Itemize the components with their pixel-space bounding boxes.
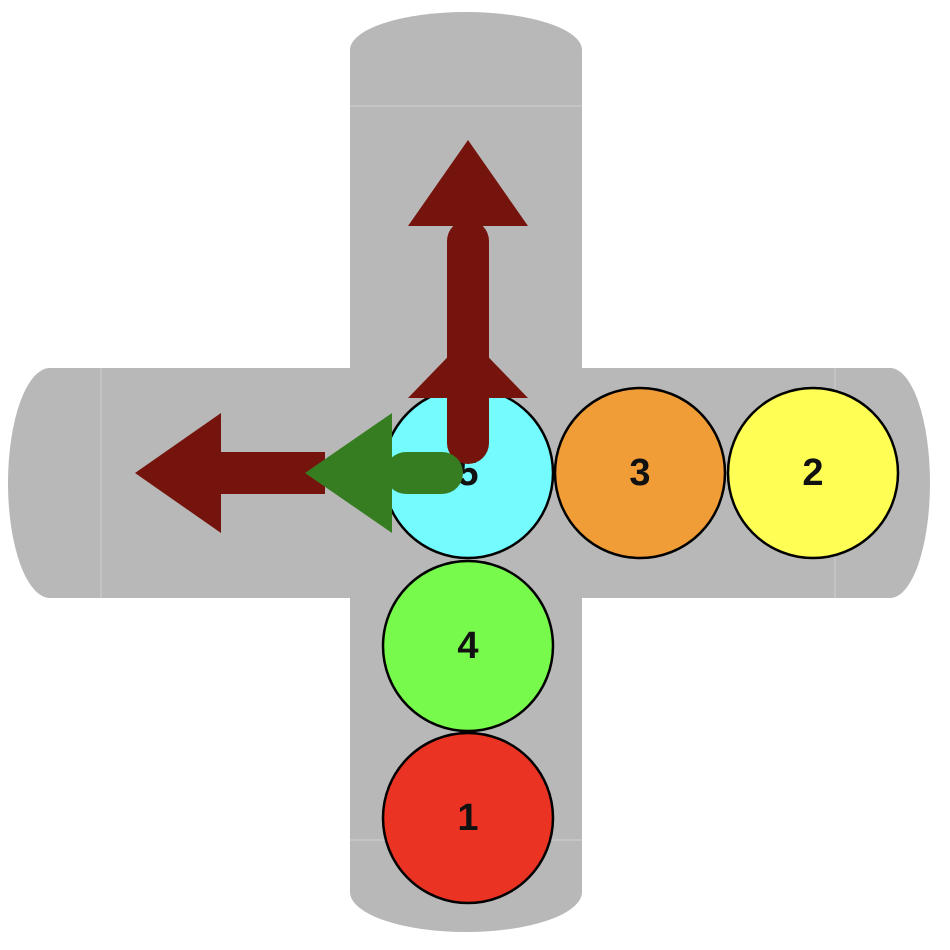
arrow-left-green-icon bbox=[305, 413, 463, 533]
ball-1-label: 1 bbox=[457, 797, 478, 839]
arrow-left-green-head bbox=[305, 413, 392, 533]
ball-4: 4 bbox=[381, 559, 555, 733]
ball-4-label: 4 bbox=[457, 625, 478, 667]
ball-1: 1 bbox=[381, 731, 555, 905]
ball-3-circle bbox=[553, 386, 727, 560]
ball-3-label: 3 bbox=[629, 452, 650, 494]
ball-3: 3 bbox=[553, 386, 727, 560]
arrow-left-green-shaft bbox=[385, 452, 463, 494]
ball-2: 2 bbox=[726, 386, 900, 560]
arrow-up-icon bbox=[408, 140, 528, 464]
arrow-up-head bbox=[408, 140, 528, 226]
ball-4-circle bbox=[381, 559, 555, 733]
ball-2-label: 2 bbox=[802, 452, 823, 494]
track-cap-top bbox=[350, 12, 582, 88]
track-cap-left bbox=[8, 368, 92, 598]
ball-2-circle bbox=[726, 386, 900, 560]
arrow-left-dark-head bbox=[135, 413, 221, 533]
ball-1-circle bbox=[381, 731, 555, 905]
arrow-up-lower-head bbox=[408, 336, 528, 398]
